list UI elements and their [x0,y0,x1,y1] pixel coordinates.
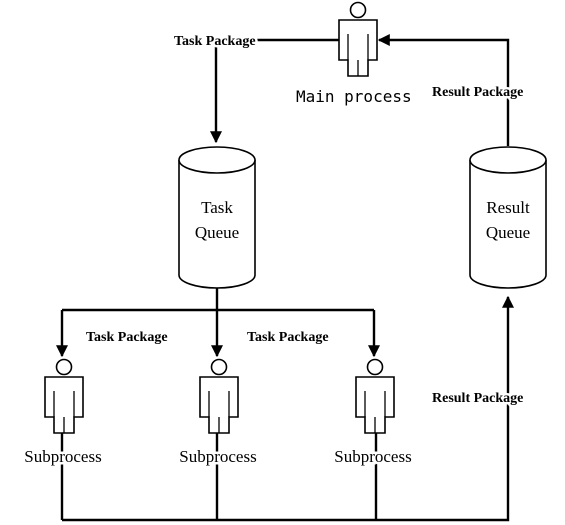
subprocess-3-person-icon [355,358,395,434]
subprocess-2-label: Subprocess [179,447,256,466]
task-queue-label-line1: Task [201,198,233,217]
result-queue-label-line1: Result [486,198,530,217]
main-process-person-icon [338,1,378,77]
edge-label-task-package-right: Task Package [247,330,329,345]
task-queue-label-line2: Queue [195,223,239,242]
edge-label-task-package-left: Task Package [86,330,168,345]
result-queue-cylinder: Result Queue [469,146,547,289]
connector-result-queue-to-main [377,34,510,146]
subprocess-2-person-icon [199,358,239,434]
main-process-label: Main process [296,87,412,106]
subprocess-1-person-icon [44,358,84,434]
task-queue-cylinder: Task Queue [178,146,256,289]
edge-label-result-package-bottom: Result Package [432,391,523,406]
result-queue-label-line2: Queue [486,223,530,242]
edge-label-task-package-top: Task Package [174,34,256,49]
collection-bus [62,295,514,522]
subprocess-3-label: Subprocess [334,447,411,466]
subprocess-1-label: Subprocess [24,447,101,466]
connector-main-to-task-queue [210,38,340,144]
edge-label-result-package-top: Result Package [432,85,523,100]
